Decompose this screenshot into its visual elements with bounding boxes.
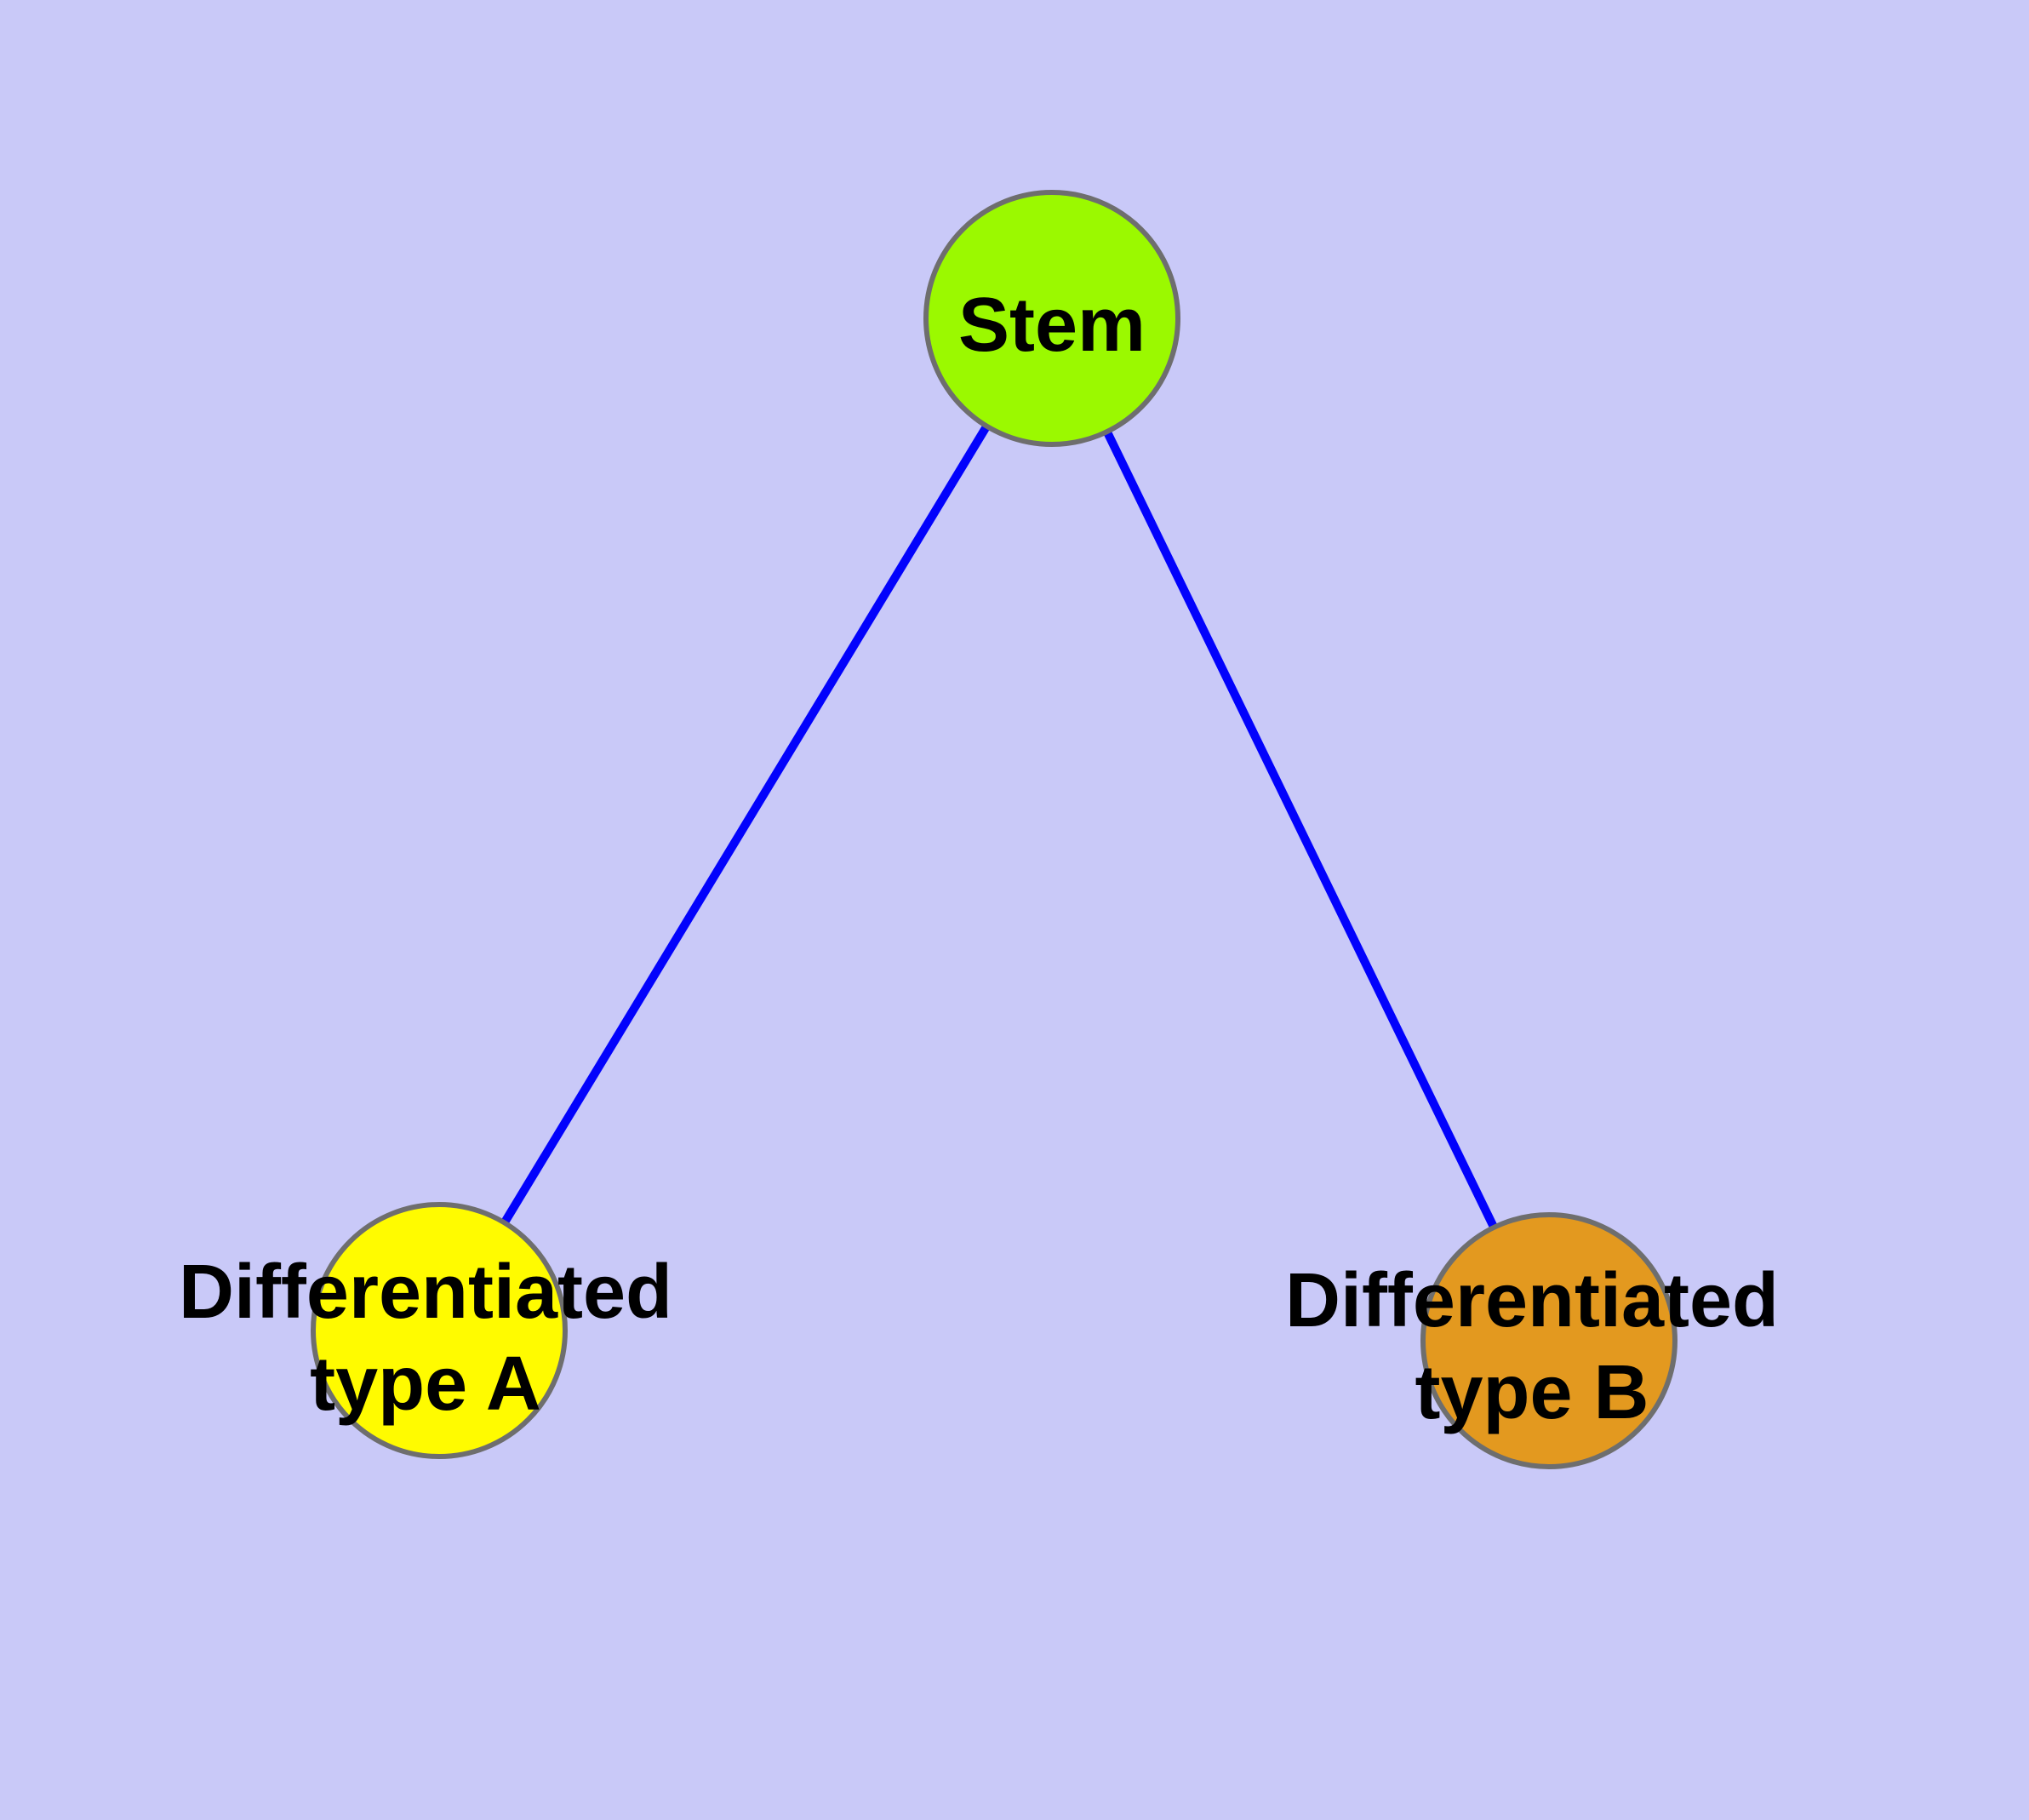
node-stem-label: Stem <box>958 283 1146 368</box>
edge-stem-to-type-a <box>435 316 1056 1333</box>
edge-stem-to-type-b <box>1048 316 1553 1343</box>
node-type-a-label-line-1: Differentiated <box>179 1250 672 1335</box>
node-type-b-label-line-1: Differentiated <box>1285 1258 1779 1343</box>
node-type-a-label-line-2: type A <box>310 1342 541 1427</box>
node-labels: Stem Differentiated type A Differentiate… <box>179 283 1779 1435</box>
node-differentiated-type-b <box>1420 1212 1677 1469</box>
node-stem <box>923 190 1180 447</box>
nodes <box>311 190 1677 1469</box>
node-type-b-label-line-2: type B <box>1415 1350 1649 1435</box>
edges <box>435 316 1553 1343</box>
node-differentiated-type-a <box>311 1202 568 1459</box>
